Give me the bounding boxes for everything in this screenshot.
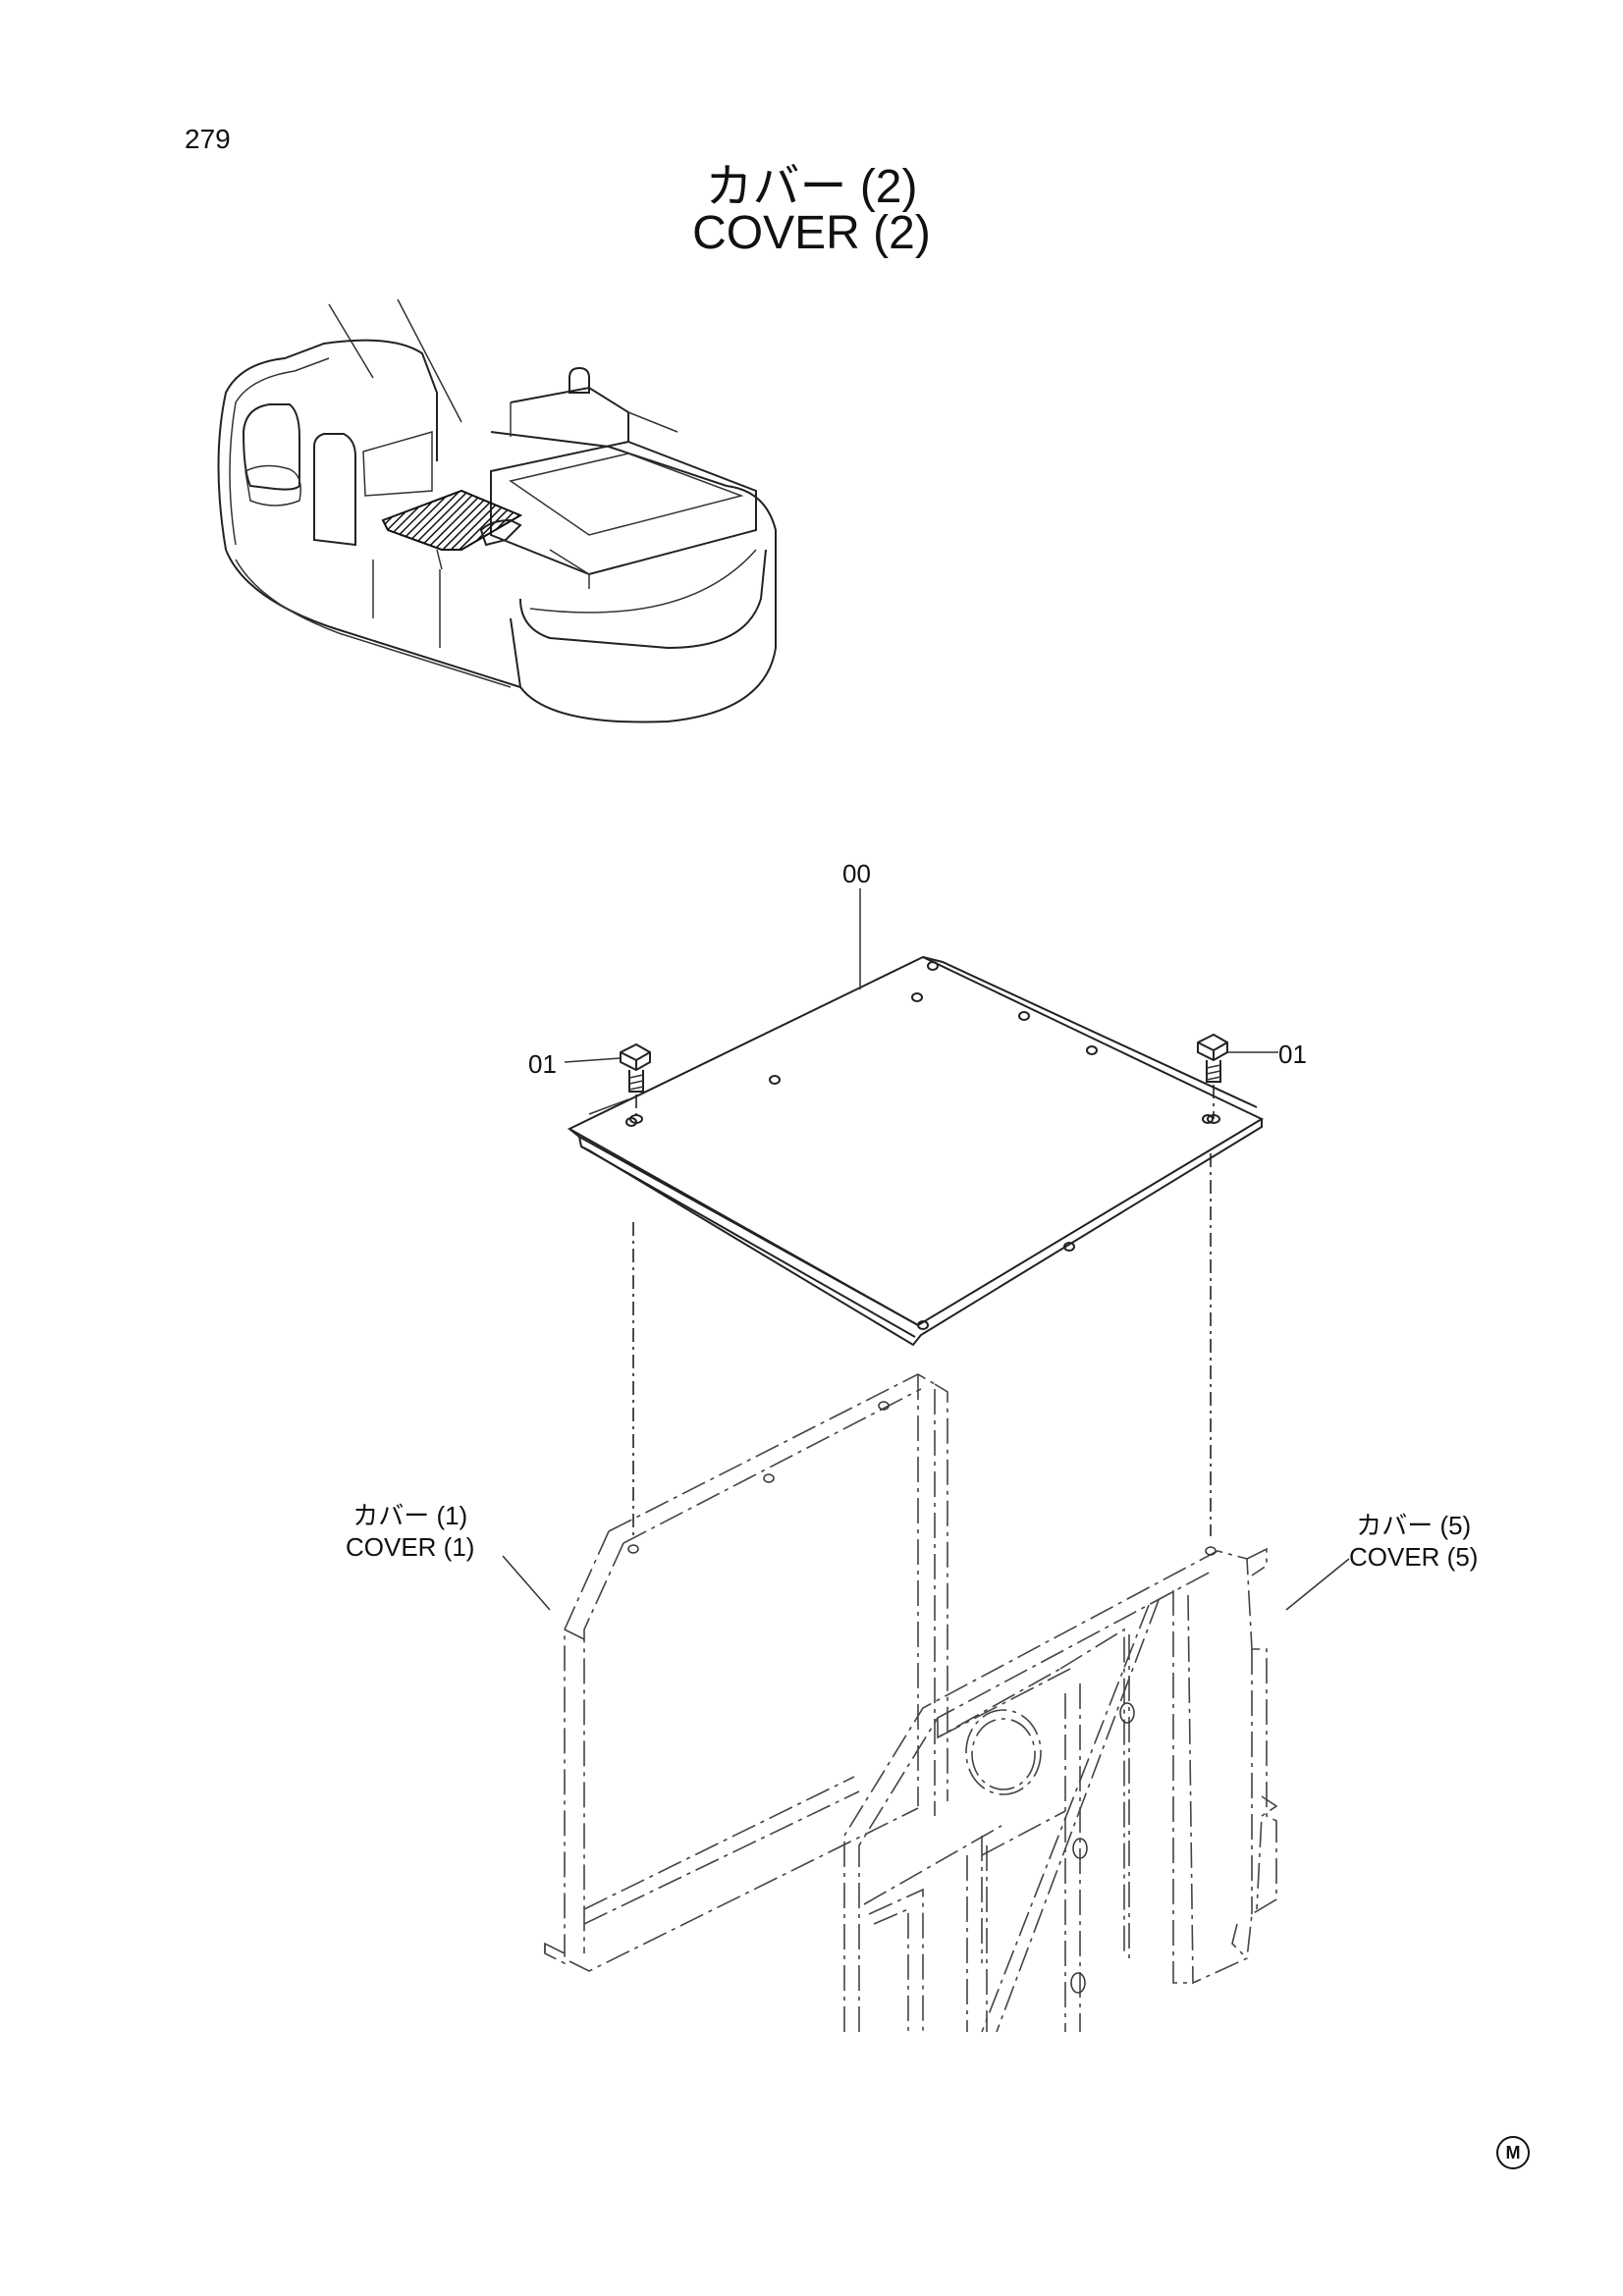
reference-cover-5 — [843, 1546, 1278, 2033]
page-title-japanese: カバー (2) — [705, 161, 918, 213]
cover-1-label-en: COVER (1) — [346, 1532, 475, 1562]
machine-overview-illustration — [217, 298, 777, 723]
part-label-01-right: 01 — [1278, 1040, 1307, 1069]
page-title-english: COVER (2) — [692, 207, 931, 259]
part-label-01-left: 01 — [528, 1049, 557, 1079]
cover-5-label-en: COVER (5) — [1349, 1542, 1479, 1572]
reference-label-cover-1: カバー (1) COVER (1) — [346, 1500, 474, 1563]
reference-cover-1 — [544, 1373, 948, 1972]
bolt-part-01-left — [620, 1042, 651, 1093]
cover-plate-part-00 — [567, 955, 1265, 1347]
bolt-part-01-right — [1197, 1033, 1228, 1083]
reference-label-cover-5: カバー (5) COVER (5) — [1349, 1510, 1478, 1573]
cover-5-label-jp: カバー (5) — [1356, 1511, 1472, 1540]
page-number: 279 — [185, 124, 231, 154]
cover-1-label-jp: カバー (1) — [352, 1501, 468, 1530]
circled-m-mark: M — [1496, 2136, 1530, 2169]
part-label-00: 00 — [842, 859, 871, 888]
